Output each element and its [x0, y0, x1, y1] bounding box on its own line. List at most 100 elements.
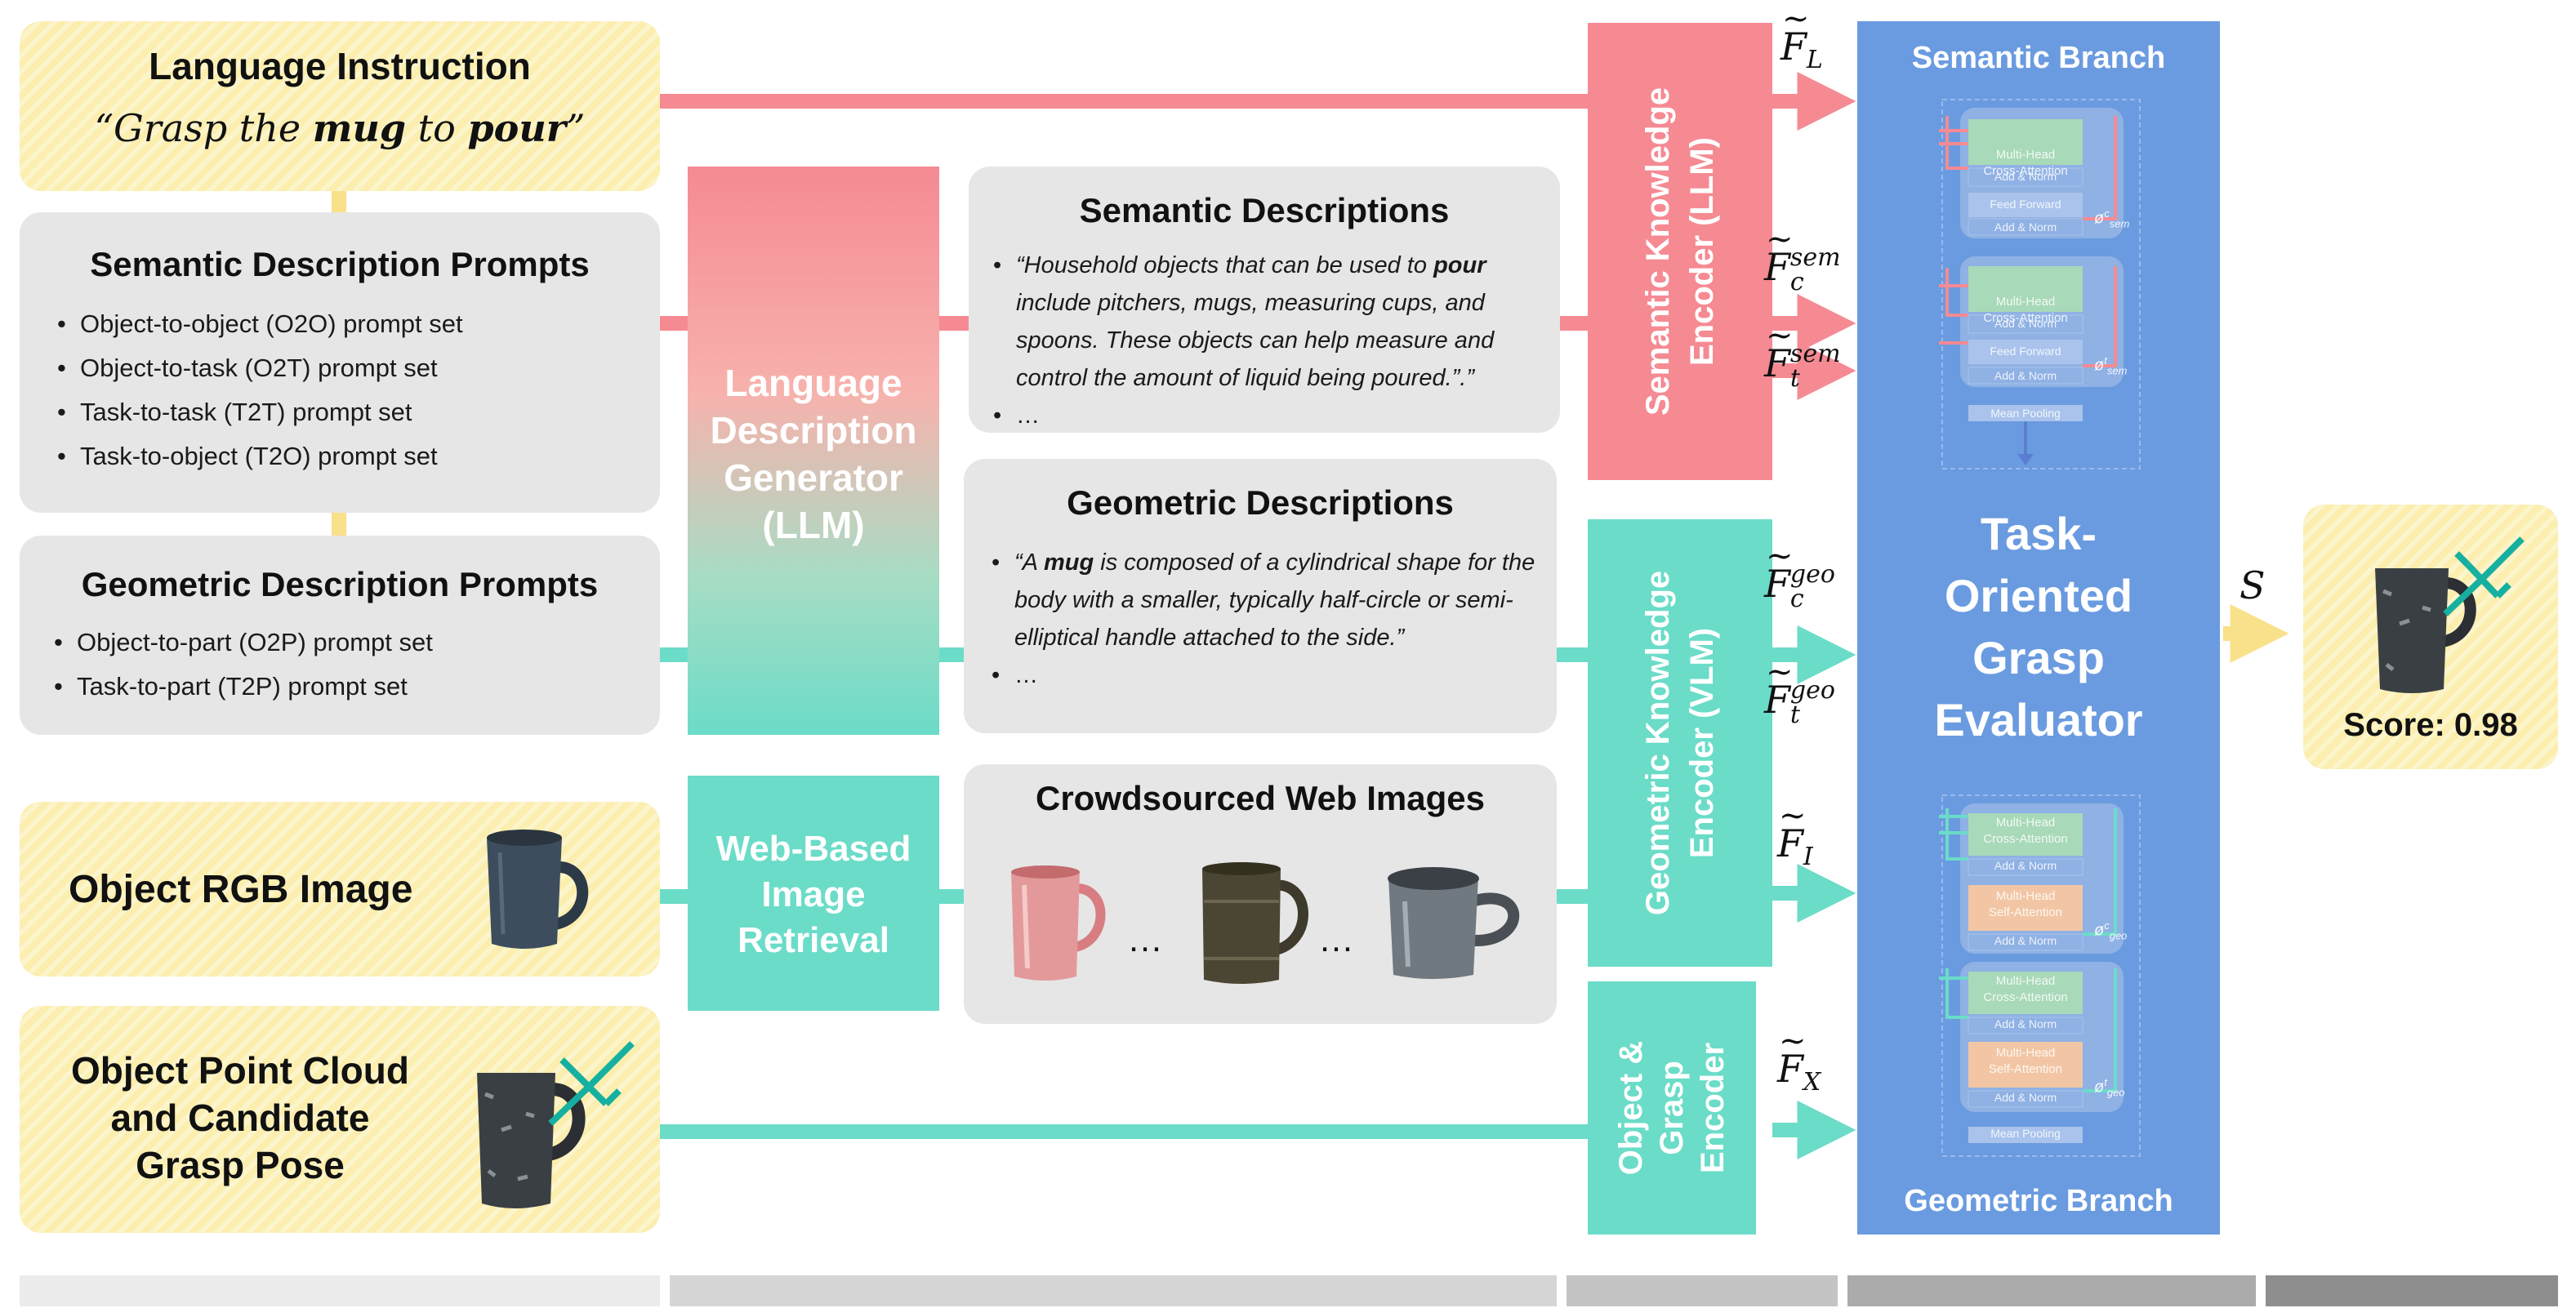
stage-strip-2 [670, 1275, 1557, 1306]
sem-addnorm-1: Add & Norm [1994, 170, 2057, 183]
web-mug-photo-pink [1011, 865, 1106, 981]
semantic-descriptions-box: Semantic Descriptions • “Household objec… [969, 167, 1560, 433]
list-item: Object-to-task (O2T) prompt set [51, 346, 463, 390]
phi-c-sem: øcsem [2094, 207, 2130, 230]
point-cloud-mug-with-gripper [477, 1041, 635, 1208]
semantic-encoder-label: Semantic Knowledge Encoder (LLM) [1640, 87, 1720, 416]
object-rgb-box: Object RGB Image [20, 802, 660, 977]
geometric-encoder-label: Geometric Knowledge Encoder (VLM) [1640, 570, 1720, 916]
list-item: Object-to-object (O2O) prompt set [51, 302, 463, 346]
language-description-generator: Language Description Generator (LLM) [688, 167, 939, 735]
grasp-encoder-label: Object & Grasp Encoder [1613, 1040, 1731, 1176]
geometric-branch-label: Geometric Branch [1904, 1184, 2173, 1218]
feature-f-x: FX [1777, 1022, 1821, 1097]
score-output-box: Score: 0.98 [2303, 505, 2558, 769]
web-line-1: Web-Based [715, 829, 911, 869]
sem-addnorm-2: Add & Norm [1994, 220, 2057, 234]
language-instruction-box: Language Instruction “Grasp the mug to p… [20, 21, 660, 191]
web-images-box: Crowdsourced Web Images … … [964, 764, 1557, 1024]
geometric-prompts-box: Geometric Description Prompts Object-to-… [20, 536, 660, 735]
ellipsis-2: … [1318, 919, 1354, 959]
stage-strip-5 [2266, 1275, 2558, 1306]
web-mug-photo-pewter [1202, 862, 1308, 984]
list-item: •… [992, 662, 1038, 688]
geometric-descriptions-title: Geometric Descriptions [1067, 483, 1454, 522]
geo-mean-pooling: Mean Pooling [1990, 1127, 2061, 1140]
scored-mug-with-gripper [2375, 536, 2525, 693]
language-instruction-title: Language Instruction [149, 45, 531, 87]
sem-ff-2: Feed Forward [1990, 345, 2061, 358]
geometric-knowledge-encoder: Geometric Knowledge Encoder (VLM) [1588, 519, 1772, 967]
geometric-branch-diagram [1939, 794, 2141, 1157]
list-item: Task-to-object (T2O) prompt set [51, 434, 463, 478]
score-symbol-s: S [2240, 563, 2266, 607]
point-cloud-title-line-3: Grasp Pose [136, 1144, 345, 1186]
semantic-prompts-box: Semantic Description Prompts Object-to-o… [20, 212, 660, 513]
list-item: •… [993, 403, 1040, 429]
geometric-prompts-title: Geometric Description Prompts [81, 565, 599, 603]
semantic-prompts-title: Semantic Description Prompts [90, 245, 590, 283]
geo-addnorm-2: Add & Norm [1994, 934, 2057, 947]
feature-f-i: FI [1777, 797, 1813, 871]
geometric-prompt-list: Object-to-part (O2P) prompt set Task-to-… [47, 621, 433, 709]
semantic-branch-diagram [1939, 99, 2141, 469]
phi-t-sem: øtsem [2094, 354, 2128, 377]
list-item: Task-to-part (T2P) prompt set [47, 665, 433, 709]
web-based-image-retrieval: Web-Based Image Retrieval [688, 776, 939, 1011]
list-item: Object-to-part (O2P) prompt set [47, 621, 433, 665]
sem-mean-pooling: Mean Pooling [1990, 407, 2061, 420]
stage-strip-3 [1567, 1275, 1838, 1306]
semantic-branch-label: Semantic Branch [1911, 41, 2166, 75]
stage-strip-4 [1847, 1275, 2256, 1306]
web-line-2: Image [761, 874, 866, 914]
object-rgb-title: Object RGB Image [69, 868, 413, 911]
semantic-description-bullet: • “Household objects that can be used to… [993, 247, 1540, 434]
sem-addnorm-4: Add & Norm [1994, 369, 2057, 382]
ldg-line-1: Language [724, 362, 902, 404]
sem-addnorm-3: Add & Norm [1994, 317, 2057, 330]
stage-strip-1 [20, 1275, 660, 1306]
task-oriented-grasp-evaluator: Semantic Branch Geometric Branch Task- O… [1857, 21, 2220, 1235]
score-value: Score: 0.98 [2343, 707, 2518, 743]
list-item: • “A mug is composed of a cylindrical sh… [992, 549, 1535, 651]
geometric-descriptions-box: Geometric Descriptions • “A mug is compo… [964, 459, 1557, 733]
geo-addnorm-1: Add & Norm [1994, 859, 2057, 872]
semantic-prompt-list: Object-to-object (O2O) prompt set Object… [51, 302, 463, 478]
point-cloud-title-line-1: Object Point Cloud [71, 1049, 409, 1092]
point-cloud-title-line-2: and Candidate [110, 1097, 370, 1139]
geo-addnorm-3: Add & Norm [1994, 1017, 2057, 1030]
geometric-description-bullet: • “A mug is composed of a cylindrical sh… [992, 544, 1539, 694]
sem-ff-1: Feed Forward [1990, 198, 2061, 211]
ldg-line-2: Description [710, 409, 917, 452]
instruction-text: “Grasp the mug to pour” [94, 106, 586, 150]
web-images-title: Crowdsourced Web Images [1035, 779, 1486, 817]
gripper-icon [2443, 536, 2525, 616]
web-mug-photo-silver [1388, 867, 1520, 979]
list-item: • “Household objects that can be used to… [993, 252, 1495, 391]
ldg-line-3: Generator [724, 456, 903, 499]
evaluator-title: Task- Oriented Grasp Evaluator [1934, 508, 2143, 745]
gripper-icon [548, 1041, 635, 1126]
point-cloud-box: Object Point Cloud and Candidate Grasp P… [20, 1006, 660, 1233]
geo-addnorm-4: Add & Norm [1994, 1091, 2057, 1104]
object-grasp-encoder: Object & Grasp Encoder [1588, 981, 1756, 1235]
web-line-3: Retrieval [738, 920, 889, 960]
mug-photo [487, 830, 589, 949]
ellipsis-1: … [1127, 919, 1163, 959]
feature-f-l: FL [1780, 0, 1823, 74]
list-item: Task-to-task (T2T) prompt set [51, 390, 463, 434]
semantic-knowledge-encoder: Semantic Knowledge Encoder (LLM) [1588, 23, 1772, 480]
phi-t-geo: øtgeo [2094, 1076, 2125, 1099]
semantic-descriptions-title: Semantic Descriptions [1079, 191, 1450, 229]
